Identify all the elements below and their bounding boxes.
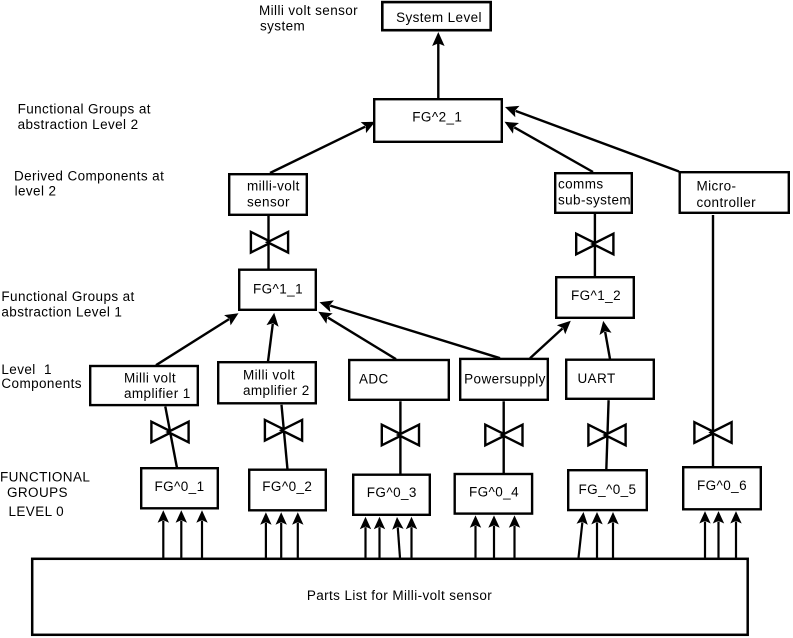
svg-text:FG^1_2: FG^1_2 [571,288,621,303]
svg-text:Level 1: Level 1 [1,362,51,377]
svg-text:FG^0_2: FG^0_2 [262,479,312,494]
svg-text:sub-system: sub-system [558,192,631,207]
svg-text:LEVEL 0: LEVEL 0 [9,504,65,519]
svg-text:Micro-: Micro- [697,179,737,194]
svg-text:UART: UART [578,371,616,386]
svg-text:comms: comms [558,176,604,191]
svg-text:GROUPS: GROUPS [7,485,68,500]
svg-text:System Level: System Level [396,10,482,25]
svg-text:abstraction Level 1: abstraction Level 1 [1,305,122,320]
svg-text:FUNCTIONAL: FUNCTIONAL [0,470,90,485]
svg-text:Functional Groups at: Functional Groups at [18,101,151,116]
svg-text:milli-volt: milli-volt [247,179,300,194]
svg-text:Parts List for Milli-volt sens: Parts List for Milli-volt sensor [307,588,492,603]
svg-text:Components: Components [1,376,82,391]
svg-text:Powersupply: Powersupply [464,372,546,387]
svg-text:ADC: ADC [359,372,389,387]
svg-text:Milli volt: Milli volt [124,370,176,385]
svg-text:Milli volt: Milli volt [243,367,295,382]
svg-text:amplifier 1: amplifier 1 [124,386,191,401]
svg-text:FG_^0_5: FG_^0_5 [579,482,637,497]
svg-text:abstraction Level 2: abstraction Level 2 [18,117,139,132]
svg-text:system: system [260,19,305,34]
svg-text:FG^0_6: FG^0_6 [697,478,747,493]
svg-text:sensor: sensor [247,194,290,209]
svg-text:controller: controller [697,195,757,210]
svg-text:FG^1_1: FG^1_1 [253,281,303,296]
svg-text:Functional Groups at: Functional Groups at [1,289,134,304]
svg-text:FG^0_4: FG^0_4 [469,485,519,500]
svg-text:FG^2_1: FG^2_1 [412,110,462,125]
svg-text:FG^0_3: FG^0_3 [367,485,417,500]
svg-text:amplifier 2: amplifier 2 [243,383,310,398]
svg-text:FG^0_1: FG^0_1 [154,479,204,494]
svg-text:Milli volt sensor: Milli volt sensor [259,3,358,18]
svg-text:level 2: level 2 [15,183,57,198]
svg-text:Derived Components at: Derived Components at [14,168,164,183]
